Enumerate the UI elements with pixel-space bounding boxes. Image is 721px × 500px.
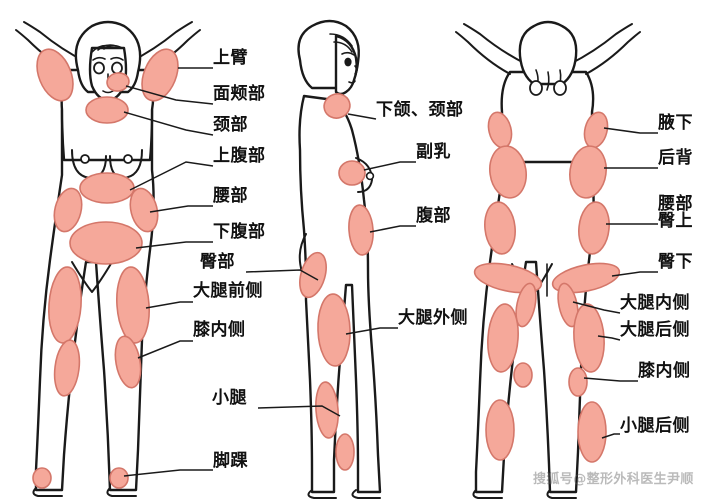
label-buttocks: 臀部 [200, 252, 235, 272]
label-inner-knee-back: 膝内侧 [638, 361, 691, 381]
label-waist-upper-hip: 腰部 臀上 [658, 196, 693, 229]
front-view-figure [15, 20, 201, 497]
region-inner-knee-right [114, 335, 142, 389]
region-upper-arm-right [141, 48, 179, 102]
label-underarm: 腋下 [658, 113, 693, 133]
leader-lines [123, 67, 658, 477]
label-abdomen: 腹部 [416, 206, 451, 226]
region-inner-knee-back-left [513, 362, 533, 388]
label-waist-upper-hip-line1: 腰部 [658, 194, 693, 214]
side-view-figure [297, 19, 382, 499]
region-ankle-right [109, 467, 129, 489]
region-inner-knee-back-right [568, 367, 588, 397]
label-inner-knee: 膝内侧 [193, 320, 246, 340]
label-front-thigh: 大腿前侧 [193, 281, 263, 301]
label-outer-thigh: 大腿外侧 [398, 308, 468, 328]
region-front-thigh-left [48, 266, 82, 344]
region-waist-back-left [484, 201, 516, 255]
region-back-thigh-left [487, 303, 519, 373]
label-lower-abdomen: 下腹部 [213, 222, 266, 242]
region-back-calf-left [485, 399, 515, 461]
region-accessory-breast [338, 160, 366, 186]
label-upper-abdomen: 上腹部 [213, 146, 266, 166]
label-inner-thigh: 大腿内侧 [620, 293, 690, 313]
region-front-thigh-right [116, 266, 150, 344]
label-jaw-neck: 下颌、颈部 [376, 100, 464, 120]
region-upper-back-left [489, 145, 527, 199]
region-inner-thigh-left [515, 282, 537, 328]
region-outer-thigh [317, 293, 351, 367]
label-calf: 小腿 [212, 388, 247, 408]
label-under-buttock: 臀下 [658, 252, 693, 272]
region-waist-left [53, 187, 83, 233]
region-side-knee [315, 381, 339, 439]
region-waist-back-right [578, 201, 610, 255]
label-back-thigh: 大腿后侧 [620, 320, 690, 340]
label-waist-upper-hip-line2: 臀上 [658, 210, 693, 231]
region-cheek [106, 72, 130, 92]
region-waist-right [129, 187, 159, 233]
region-side-buttock [299, 251, 327, 299]
region-back-calf-right [577, 401, 607, 463]
region-jaw-neck [323, 93, 351, 119]
region-upper-back-right [569, 145, 607, 199]
region-inner-knee-left [53, 339, 81, 397]
label-waist: 腰部 [213, 186, 248, 206]
label-ankle: 脚踝 [213, 451, 248, 471]
region-side-shin [335, 433, 355, 471]
label-neck: 颈部 [213, 115, 248, 135]
region-side-abdomen [348, 204, 374, 256]
label-accessory-breast: 副乳 [416, 142, 451, 162]
label-upper-back: 后背 [658, 148, 693, 168]
label-upper-arm: 上臂 [213, 48, 248, 68]
label-back-calf: 小腿后侧 [620, 416, 690, 436]
region-upper-arm-left [36, 48, 74, 102]
region-lower-abdomen [69, 221, 143, 265]
watermark: 搜狐号@整形外科医生尹顺 [533, 472, 694, 487]
region-ankle-left [32, 467, 52, 489]
label-cheek: 面颊部 [213, 84, 266, 104]
back-view-figure [455, 20, 641, 499]
region-neck [85, 96, 129, 124]
region-upper-abdomen [79, 172, 135, 204]
